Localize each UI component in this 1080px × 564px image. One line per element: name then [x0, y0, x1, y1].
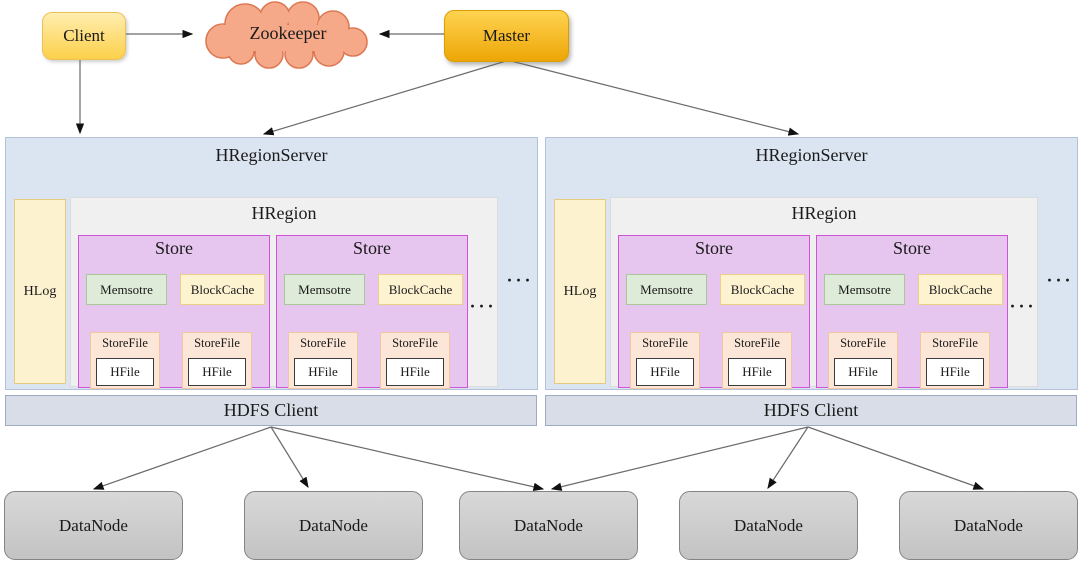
- arrow-hdfs1-to-datanode-3: [270, 426, 545, 491]
- hfile: HFile: [386, 358, 444, 386]
- arrow-master-to-hregionserver-2: [510, 60, 800, 136]
- hregion-title: HRegion: [791, 203, 857, 223]
- storefile: StoreFile HFile: [920, 332, 990, 389]
- hregionserver-title: HRegionServer: [755, 145, 868, 165]
- zookeeper-cloud: Zookeeper: [193, 1, 383, 69]
- hregionserver-title: HRegionServer: [215, 145, 328, 165]
- hregion: HRegion Store Memsotre BlockCache StoreF…: [70, 197, 498, 389]
- storefile-title: StoreFile: [840, 336, 886, 350]
- arrow-hdfs2-to-datanode-4: [767, 426, 809, 490]
- store-title: Store: [695, 238, 733, 258]
- hfile: HFile: [728, 358, 786, 386]
- memstore: Memsotre: [284, 274, 365, 305]
- hfile: HFile: [188, 358, 246, 386]
- hdfs-client-bar-2: HDFS Client: [545, 395, 1077, 426]
- hdfs-client-bar-1: HDFS Client: [5, 395, 537, 426]
- storefile: StoreFile HFile: [288, 332, 358, 389]
- hregionserver-2: HRegionServer HLog HRegion Store Memsotr…: [545, 137, 1078, 390]
- store: Store Memsotre BlockCache StoreFile HFil…: [618, 235, 810, 389]
- hdfs-client-label: HDFS Client: [763, 400, 859, 420]
- storefile: StoreFile HFile: [90, 332, 160, 389]
- hlog: HLog: [554, 199, 606, 384]
- more-stores-ellipsis: ···: [1009, 296, 1037, 316]
- arrow-hdfs1-to-datanode-2: [270, 426, 309, 489]
- client-node: Client: [42, 12, 126, 60]
- hregionserver-1: HRegionServer HLog HRegion Store Memsotr…: [5, 137, 538, 390]
- hregion: HRegion Store Memsotre BlockCache StoreF…: [610, 197, 1038, 389]
- hlog-label: HLog: [563, 283, 597, 299]
- memstore: Memsotre: [824, 274, 905, 305]
- more-stores-ellipsis: ···: [469, 296, 497, 316]
- datanode-2: DataNode: [244, 491, 423, 560]
- hfile: HFile: [834, 358, 892, 386]
- client-label: Client: [63, 26, 105, 45]
- storefile-title: StoreFile: [102, 336, 148, 350]
- storefile: StoreFile HFile: [630, 332, 700, 389]
- store: Store Memsotre BlockCache StoreFile HFil…: [816, 235, 1008, 389]
- storefile-title: StoreFile: [734, 336, 780, 350]
- storefile-title: StoreFile: [642, 336, 688, 350]
- hlog: HLog: [14, 199, 66, 384]
- storefile-title: StoreFile: [392, 336, 438, 350]
- zookeeper-label: Zookeeper: [249, 23, 327, 43]
- hfile: HFile: [636, 358, 694, 386]
- blockcache: BlockCache: [180, 274, 265, 305]
- blockcache: BlockCache: [378, 274, 463, 305]
- datanode-3: DataNode: [459, 491, 638, 560]
- storefile-title: StoreFile: [932, 336, 978, 350]
- hfile: HFile: [96, 358, 154, 386]
- store: Store Memsotre BlockCache StoreFile HFil…: [276, 235, 468, 389]
- cloud-icon: [205, 1, 368, 69]
- datanode-label: DataNode: [734, 515, 803, 535]
- store-title: Store: [155, 238, 193, 258]
- master-label: Master: [482, 26, 531, 45]
- datanode-5: DataNode: [899, 491, 1078, 560]
- storefile-title: StoreFile: [194, 336, 240, 350]
- master-node: Master: [444, 10, 569, 62]
- more-regions-ellipsis: ···: [506, 270, 534, 290]
- hdfs-client-label: HDFS Client: [223, 400, 319, 420]
- blockcache: BlockCache: [720, 274, 805, 305]
- store-title: Store: [353, 238, 391, 258]
- storefile-title: StoreFile: [300, 336, 346, 350]
- datanode-label: DataNode: [299, 515, 368, 535]
- blockcache: BlockCache: [918, 274, 1003, 305]
- datanode-label: DataNode: [59, 515, 128, 535]
- hfile: HFile: [926, 358, 984, 386]
- memstore: Memsotre: [86, 274, 167, 305]
- datanode-label: DataNode: [514, 515, 583, 535]
- arrow-hdfs2-to-datanode-5: [807, 426, 985, 490]
- storefile: StoreFile HFile: [182, 332, 252, 389]
- hlog-label: HLog: [23, 283, 57, 299]
- storefile: StoreFile HFile: [380, 332, 450, 389]
- more-regions-ellipsis: ···: [1046, 270, 1074, 290]
- storefile: StoreFile HFile: [722, 332, 792, 389]
- arrow-hdfs1-to-datanode-1: [92, 426, 272, 490]
- hregion-title: HRegion: [251, 203, 317, 223]
- datanode-1: DataNode: [4, 491, 183, 560]
- arrow-hdfs2-to-datanode-3: [550, 426, 809, 491]
- store-title: Store: [893, 238, 931, 258]
- memstore: Memsotre: [626, 274, 707, 305]
- datanode-4: DataNode: [679, 491, 858, 560]
- datanode-label: DataNode: [954, 515, 1023, 535]
- storefile: StoreFile HFile: [828, 332, 898, 389]
- store: Store Memsotre BlockCache StoreFile HFil…: [78, 235, 270, 389]
- arrow-master-to-hregionserver-1: [262, 60, 507, 136]
- hfile: HFile: [294, 358, 352, 386]
